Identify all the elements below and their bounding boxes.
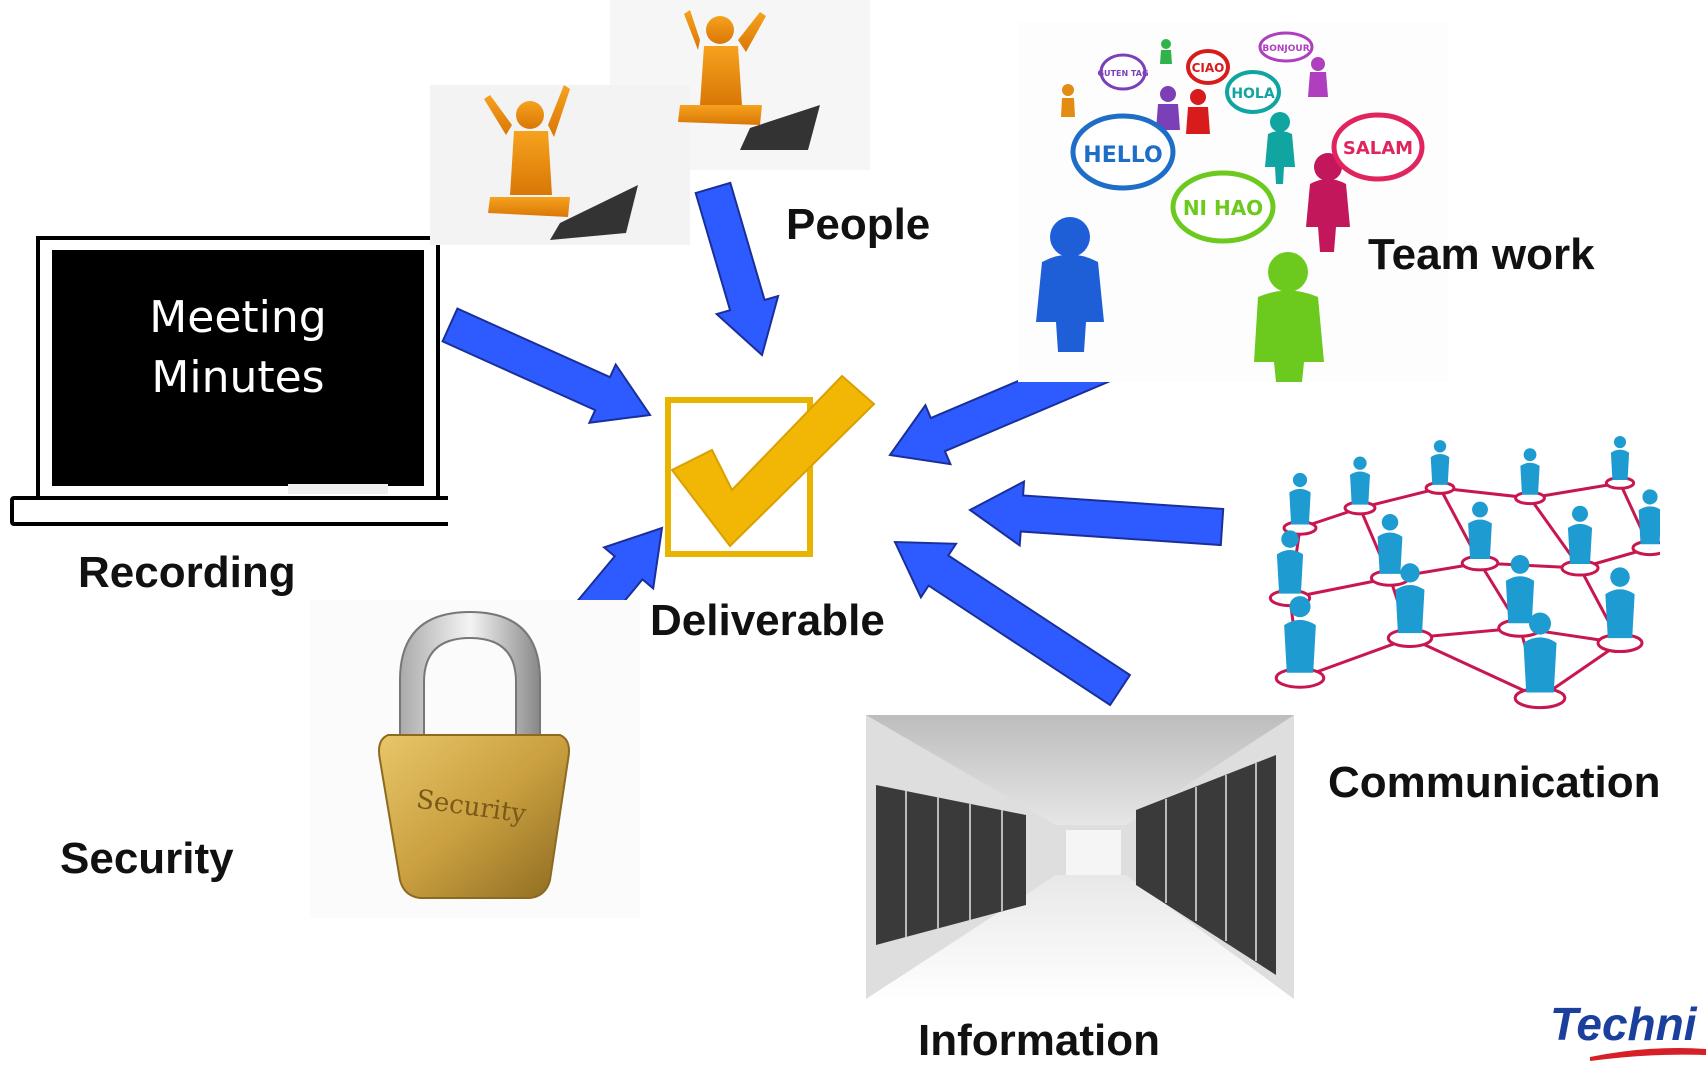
network-person xyxy=(1343,456,1377,516)
bubble-salam: SALAM xyxy=(1343,138,1413,159)
people-image xyxy=(430,0,870,245)
people-label: People xyxy=(786,200,931,249)
communication-image xyxy=(1240,428,1660,740)
arrow-from-people xyxy=(694,181,780,357)
bubble-ciao: CIAO xyxy=(1192,61,1225,75)
chalkboard-icon: Meeting Minutes xyxy=(10,236,448,526)
cheering-people-icon xyxy=(430,0,870,245)
speech-bubbles-people-icon: HELLO NI HAO SALAM HOLA CIAO BONJOUR GUT… xyxy=(1018,22,1448,382)
board-line2: Minutes xyxy=(151,352,324,403)
network-person xyxy=(1513,612,1567,710)
information-label: Information xyxy=(918,1016,1160,1065)
teamwork-label: Team work xyxy=(1368,230,1595,279)
arrow-from-communication xyxy=(968,479,1225,548)
network-person xyxy=(1369,513,1411,587)
deliverable-label: Deliverable xyxy=(650,596,885,645)
recording-image: Meeting Minutes xyxy=(8,232,448,532)
network-person xyxy=(1631,489,1660,557)
network-person xyxy=(1282,472,1318,536)
board-line1: Meeting xyxy=(149,292,326,343)
network-person xyxy=(1274,596,1326,689)
network-person xyxy=(1604,435,1636,490)
network-person xyxy=(1386,563,1434,648)
network-person xyxy=(1514,448,1546,506)
network-person xyxy=(1560,505,1600,577)
recording-label: Recording xyxy=(78,548,296,597)
network-person xyxy=(1424,440,1456,495)
network-people-icon xyxy=(1240,428,1660,740)
arrow-from-recording xyxy=(441,307,652,425)
information-image xyxy=(866,715,1294,999)
bubble-guten-tag: GUTEN TAG xyxy=(1097,69,1148,78)
company-logo: Techni xyxy=(1550,995,1706,1061)
logo-text: Techni xyxy=(1550,998,1697,1050)
network-link xyxy=(1409,636,1541,700)
bubble-ni-hao: NI HAO xyxy=(1183,196,1263,220)
teamwork-image: HELLO NI HAO SALAM HOLA CIAO BONJOUR GUT… xyxy=(1018,22,1448,382)
security-image: Security xyxy=(310,600,640,918)
bubble-bonjour: BONJOUR xyxy=(1262,44,1309,54)
checkmark-icon xyxy=(665,374,876,557)
data-center-icon xyxy=(866,715,1294,999)
network-person xyxy=(1596,567,1644,654)
bubble-hello: HELLO xyxy=(1083,143,1162,168)
communication-label: Communication xyxy=(1328,758,1661,807)
padlock-icon: Security xyxy=(310,600,640,918)
security-label: Security xyxy=(60,834,234,883)
logo-swoosh-icon xyxy=(1590,1048,1706,1061)
bubble-hola: HOLA xyxy=(1231,86,1275,102)
network-person xyxy=(1460,501,1500,572)
arrow-from-information xyxy=(893,540,1132,707)
deliverable-check xyxy=(660,370,880,570)
